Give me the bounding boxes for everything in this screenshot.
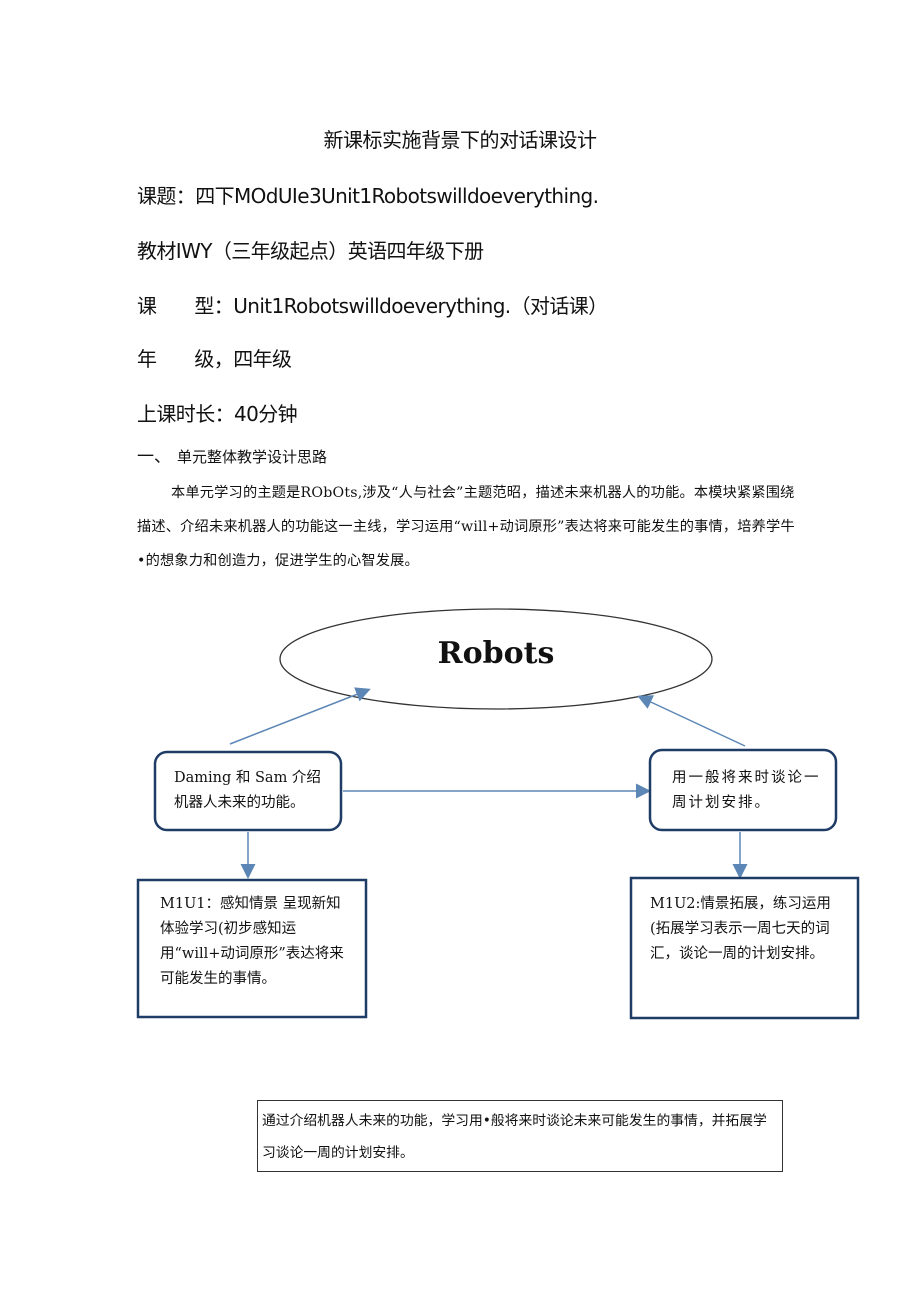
right-lower-text: M1U2:情景拓展，练习运用(拓展学习表示一周七天的词汇，谈论一周的计划安排。 <box>650 896 831 962</box>
type-label-a: 课 <box>137 294 157 318</box>
left-lower-frame <box>136 878 368 1019</box>
left-lower-text: M1U1：感知情景 呈现新知 体验学习(初步感知运用“will+动词原形”表达将… <box>160 896 344 987</box>
grade-label-b: 级， <box>194 347 234 371</box>
type-label-b: 型： <box>194 294 234 318</box>
page-title: 新课标实施背景下的对话课设计 <box>323 128 598 152</box>
section-paragraph: 本单元学习的主题是RObOts,涉及“人与社会”主题范昭，描述未来机器人的功能。… <box>137 485 795 569</box>
lesson-type-line: 课 型：Unit1Robotswilldoeverything.（对话课） <box>137 290 608 319</box>
left-box-frame <box>153 750 343 832</box>
right-box-text: 用一般将来时谈论一周计划安排。 <box>672 770 821 811</box>
topic-value: 四下MOdUIe3Unit1Robotswilldoeverything. <box>195 184 599 208</box>
right-lower-frame <box>629 876 860 1020</box>
summary-box: 通过介绍机器人未来的功能，学习用•般将来时谈论未来可能发生的事情，并拓展学习谈论… <box>257 1100 783 1172</box>
type-value: Unit1Robotswilldoeverything.（对话课） <box>233 294 608 318</box>
topic-label: 课题： <box>137 184 196 208</box>
right-box-frame <box>648 748 838 832</box>
robots-ellipse <box>279 608 713 710</box>
grade-value: 四年级 <box>233 347 292 371</box>
arrow-left-to-center <box>229 687 371 745</box>
section-heading: 一、单元整体教学设计思路 <box>137 442 327 467</box>
duration-line: 上课时长：40分钟 <box>137 402 298 426</box>
section-number: 一、 <box>137 447 171 467</box>
textbook-line: 教材IWY（三年级起点）英语四年级下册 <box>137 239 484 263</box>
topic-line: 课题：四下MOdUIe3Unit1Robotswilldoeverything. <box>137 180 599 209</box>
robots-label: Robots <box>437 636 555 671</box>
grade-label-a: 年 <box>137 347 157 371</box>
section-title: 单元整体教学设计思路 <box>177 448 328 466</box>
arrow-right-to-center <box>637 695 746 747</box>
grade-line: 年 级，四年级 <box>137 343 292 372</box>
left-box-text: Daming 和 Sam 介绍机器人未来的功能。 <box>174 770 321 811</box>
